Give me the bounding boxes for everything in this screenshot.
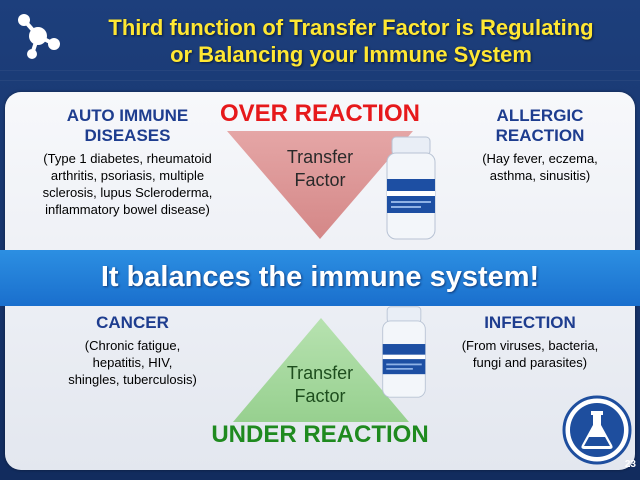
detail-line: shingles, tuberculosis): [68, 372, 197, 387]
under-reaction-label: UNDER REACTION: [211, 421, 429, 448]
over-reaction-label: OVER REACTION: [219, 100, 420, 127]
allergic-heading: ALLERGIC REACTION: [450, 106, 630, 146]
title-line: or Balancing your Immune System: [170, 42, 532, 67]
infection-block: INFECTION (From viruses, bacteria, fungi…: [440, 313, 620, 371]
triangle-label-line: Factor: [294, 170, 346, 190]
heading-line: AUTO IMMUNE: [66, 106, 189, 125]
detail-line: (From viruses, bacteria,: [461, 338, 599, 353]
detail-line: inflammatory bowel disease): [45, 202, 210, 217]
detail-line: fungi and parasites): [472, 355, 588, 370]
slide-title: Third function of Transfer Factor is Reg…: [70, 14, 632, 68]
triangle-label-line: Factor: [294, 386, 346, 406]
highlight-band: [0, 250, 640, 306]
triangle-label-line: Transfer: [286, 363, 354, 383]
detail-line: (Type 1 diabetes, rheumatoid: [43, 151, 212, 166]
molecule-icon: [18, 14, 60, 59]
heading-line: ALLERGIC: [496, 106, 584, 125]
background-line: [0, 80, 640, 81]
detail-line: (Hay fever, eczema,: [482, 151, 598, 166]
heading-line: DISEASES: [84, 126, 171, 145]
up-triangle-shape: [233, 318, 409, 422]
down-triangle-shape: [227, 131, 413, 239]
allergic-block: ALLERGIC REACTION (Hay fever, eczema, as…: [450, 106, 630, 184]
detail-line: asthma, sinusitis): [489, 168, 591, 183]
background-line: [0, 70, 640, 71]
supplement-bottle-icon: [386, 136, 436, 240]
triangle-label-line: Transfer: [286, 147, 354, 167]
lab-flask-icon: [562, 395, 632, 465]
detail-line: sclerosis, lupus Scleroderma,: [42, 185, 213, 200]
triangle-label: Transfer Factor: [250, 362, 390, 408]
allergic-details: (Hay fever, eczema, asthma, sinusitis): [450, 150, 630, 184]
auto-immune-heading: AUTO IMMUNE DISEASES: [15, 106, 240, 146]
supplement-bottle-icon: [382, 306, 426, 398]
balance-statement: It balances the immune system!: [100, 261, 540, 293]
triangle-label: Transfer Factor: [250, 146, 390, 192]
detail-line: hepatitis, HIV,: [92, 355, 173, 370]
auto-immune-details: (Type 1 diabetes, rheumatoid arthritis, …: [15, 150, 240, 218]
detail-line: arthritis, psoriasis, multiple: [50, 168, 205, 183]
infection-details: (From viruses, bacteria, fungi and paras…: [440, 337, 620, 371]
heading-line: REACTION: [495, 126, 585, 145]
page-number: 23: [624, 459, 636, 470]
detail-line: (Chronic fatigue,: [84, 338, 181, 353]
infection-heading: INFECTION: [484, 313, 576, 332]
title-line: Third function of Transfer Factor is Reg…: [108, 15, 594, 40]
auto-immune-block: AUTO IMMUNE DISEASES (Type 1 diabetes, r…: [15, 106, 240, 218]
cancer-details: (Chronic fatigue, hepatitis, HIV, shingl…: [45, 337, 220, 388]
cancer-heading: CANCER: [96, 313, 169, 332]
cancer-block: CANCER (Chronic fatigue, hepatitis, HIV,…: [45, 313, 220, 388]
